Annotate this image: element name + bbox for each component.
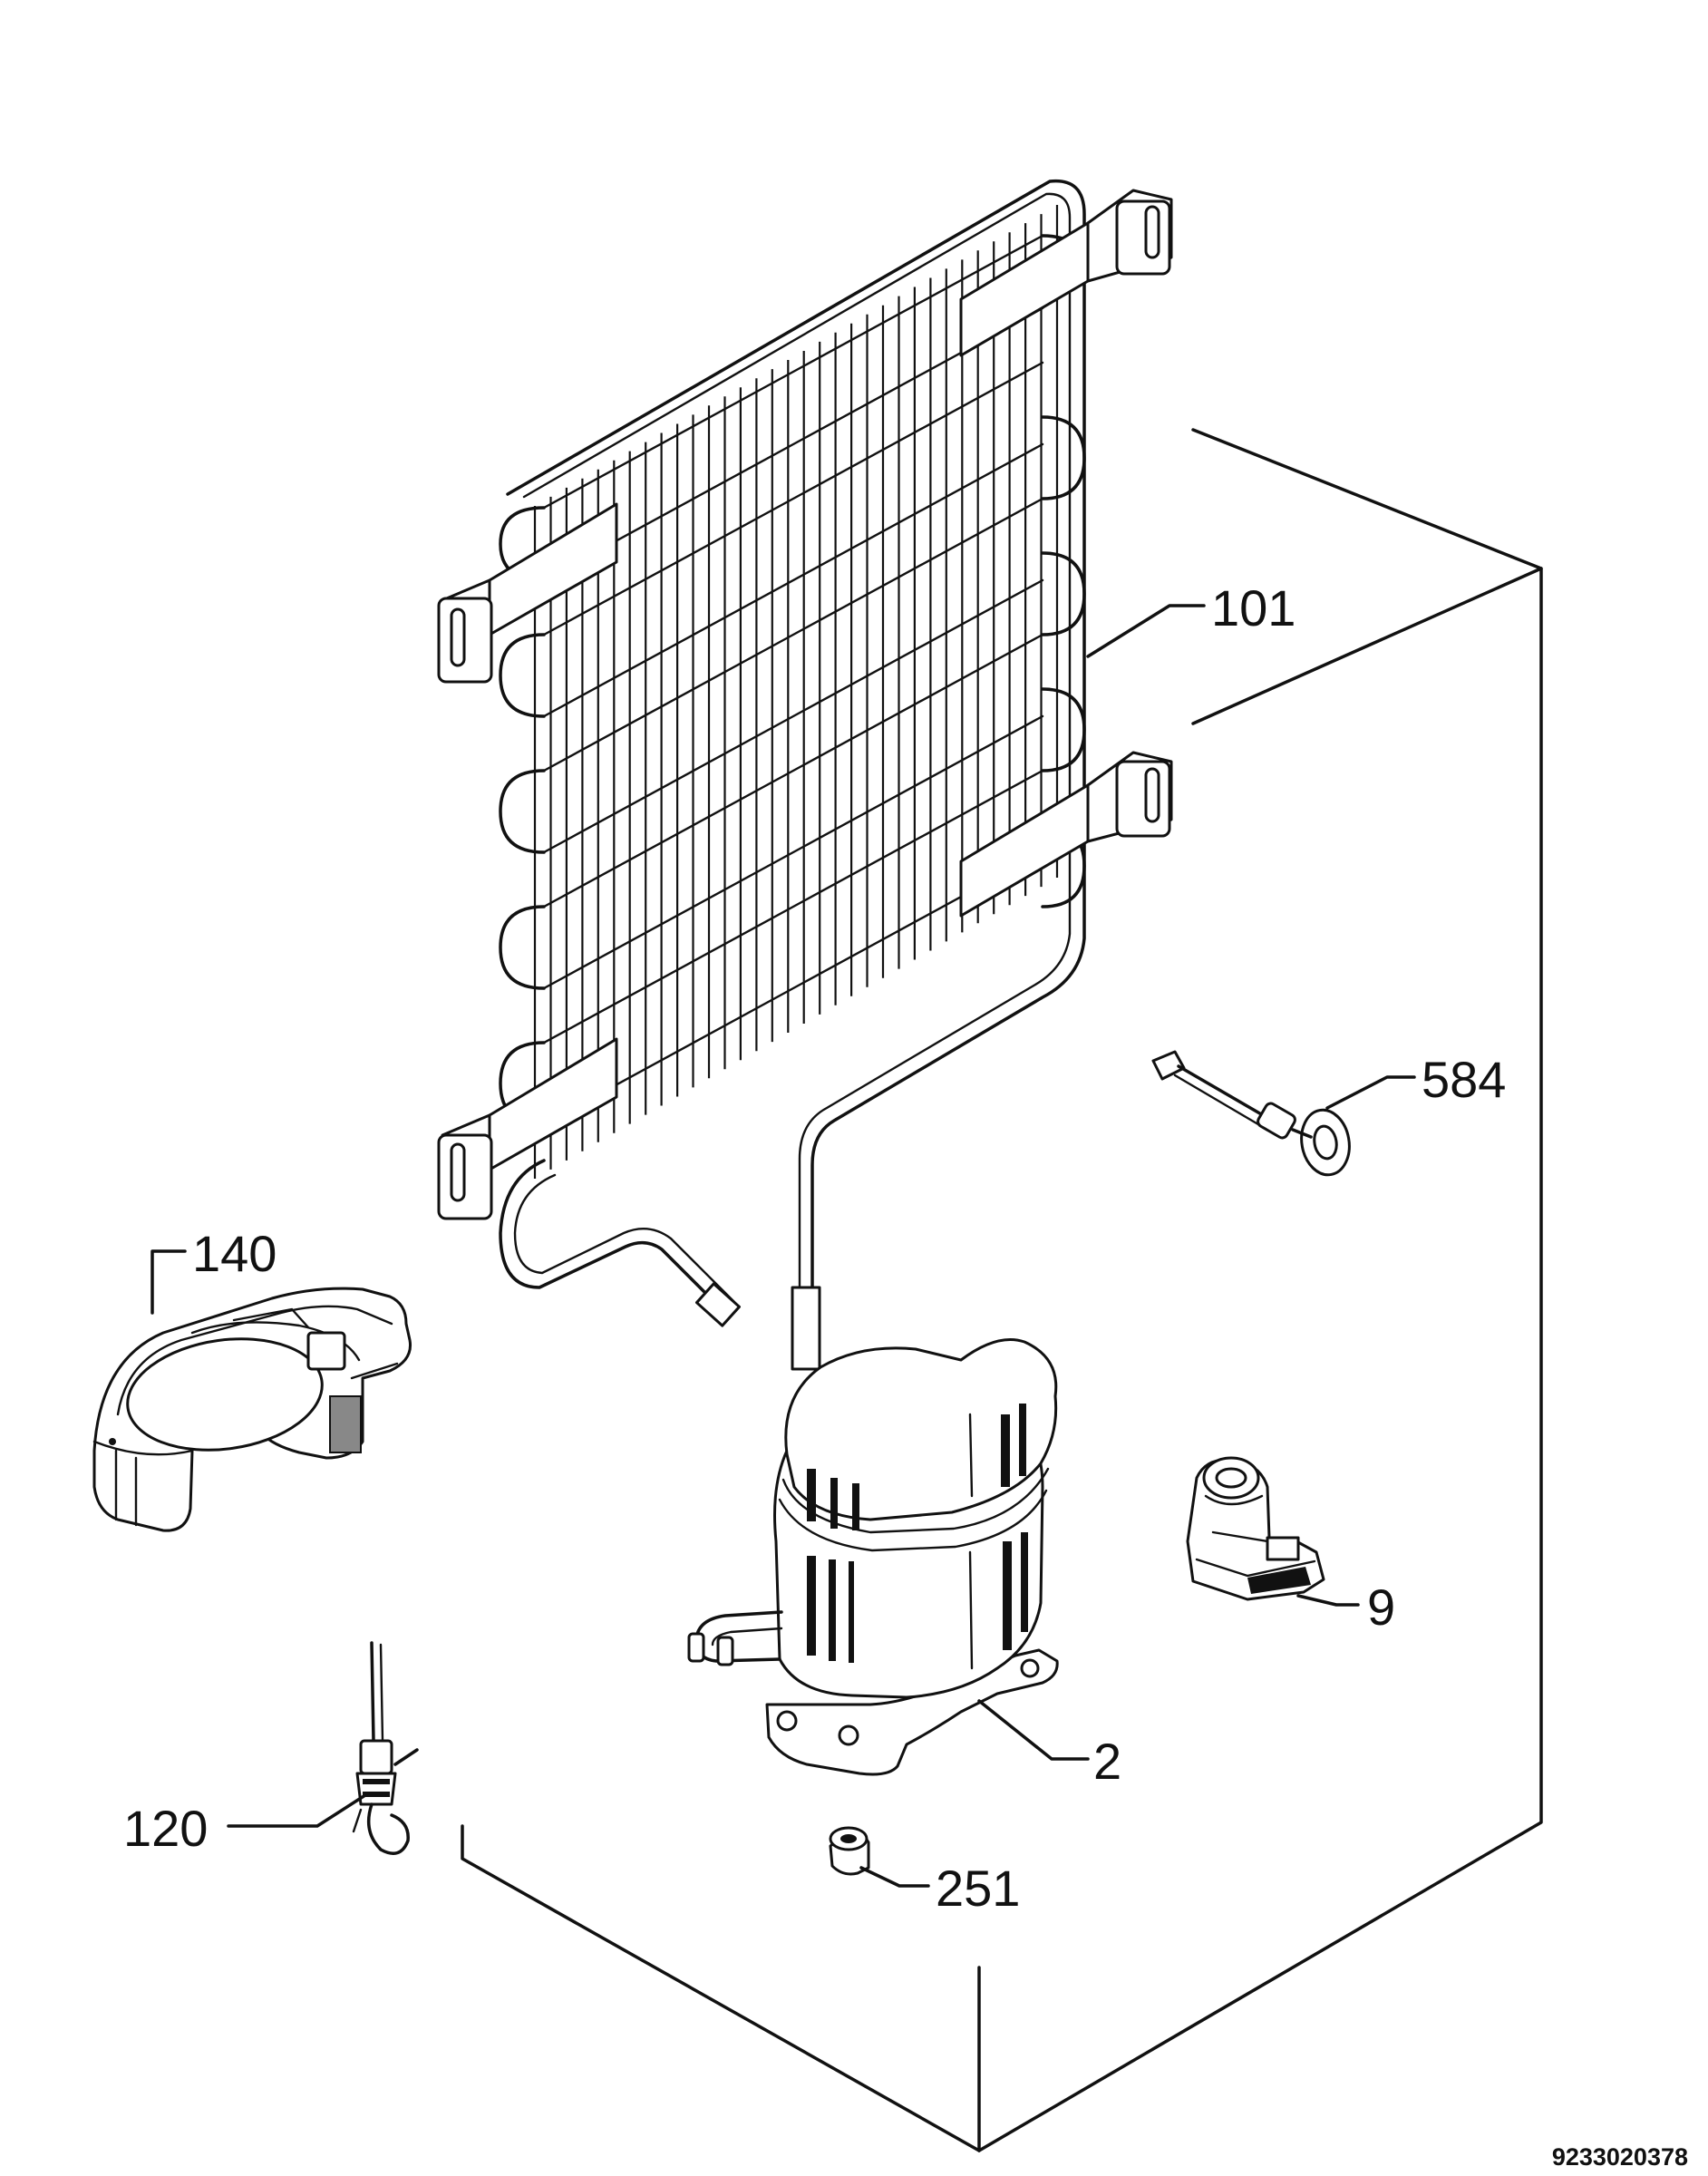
part-label-101: 101 — [1211, 579, 1296, 636]
condenser-bracket-mid-right — [959, 751, 1173, 918]
leader-120 — [227, 1792, 370, 1828]
tray-part — [92, 1287, 412, 1532]
condenser-tube-run — [542, 497, 1044, 772]
document-number: 9233020378 — [1552, 2143, 1688, 2171]
part-label-120: 120 — [123, 1800, 208, 1857]
leader-584 — [1325, 1075, 1416, 1110]
probe-part — [1151, 1050, 1351, 1177]
compressor-part — [687, 1338, 1059, 1776]
leader-2 — [977, 1699, 1090, 1761]
leader-101 — [1086, 604, 1206, 658]
leader-140 — [150, 1249, 187, 1315]
part-label-2: 2 — [1093, 1733, 1121, 1790]
part-label-584: 584 — [1422, 1051, 1506, 1108]
part-labels: 101 584 140 9 2 120 251 — [123, 579, 1506, 1917]
leader-9 — [1296, 1594, 1360, 1607]
grommet-part — [829, 1826, 870, 1876]
condenser-bracket-top-right — [959, 189, 1173, 357]
condenser-wire-grid — [533, 205, 1059, 1179]
condenser-tube-run — [542, 714, 1044, 990]
filter-valve-part — [352, 1641, 419, 1855]
condenser-bracket-top-left — [437, 502, 618, 684]
condenser-tube-run — [542, 578, 1044, 854]
condenser-bracket-bottom-left — [437, 1037, 618, 1220]
clip-bracket-part — [1186, 1456, 1325, 1601]
condenser-tube-run — [542, 306, 1044, 582]
condenser-tube-run — [542, 234, 1044, 510]
condenser-part — [437, 179, 1173, 1371]
condenser-tube-run — [542, 769, 1044, 1044]
condenser-tube-run — [542, 442, 1044, 718]
condenser-tube-run — [542, 850, 1044, 1126]
condenser-tube-run — [542, 633, 1044, 908]
part-label-251: 251 — [936, 1860, 1020, 1917]
leader-lines — [150, 604, 1416, 1888]
part-label-9: 9 — [1367, 1579, 1395, 1636]
condenser-tube-run — [542, 361, 1044, 636]
part-label-140: 140 — [192, 1225, 277, 1282]
cabinet-outline — [461, 428, 1543, 2152]
leader-251 — [859, 1866, 930, 1888]
